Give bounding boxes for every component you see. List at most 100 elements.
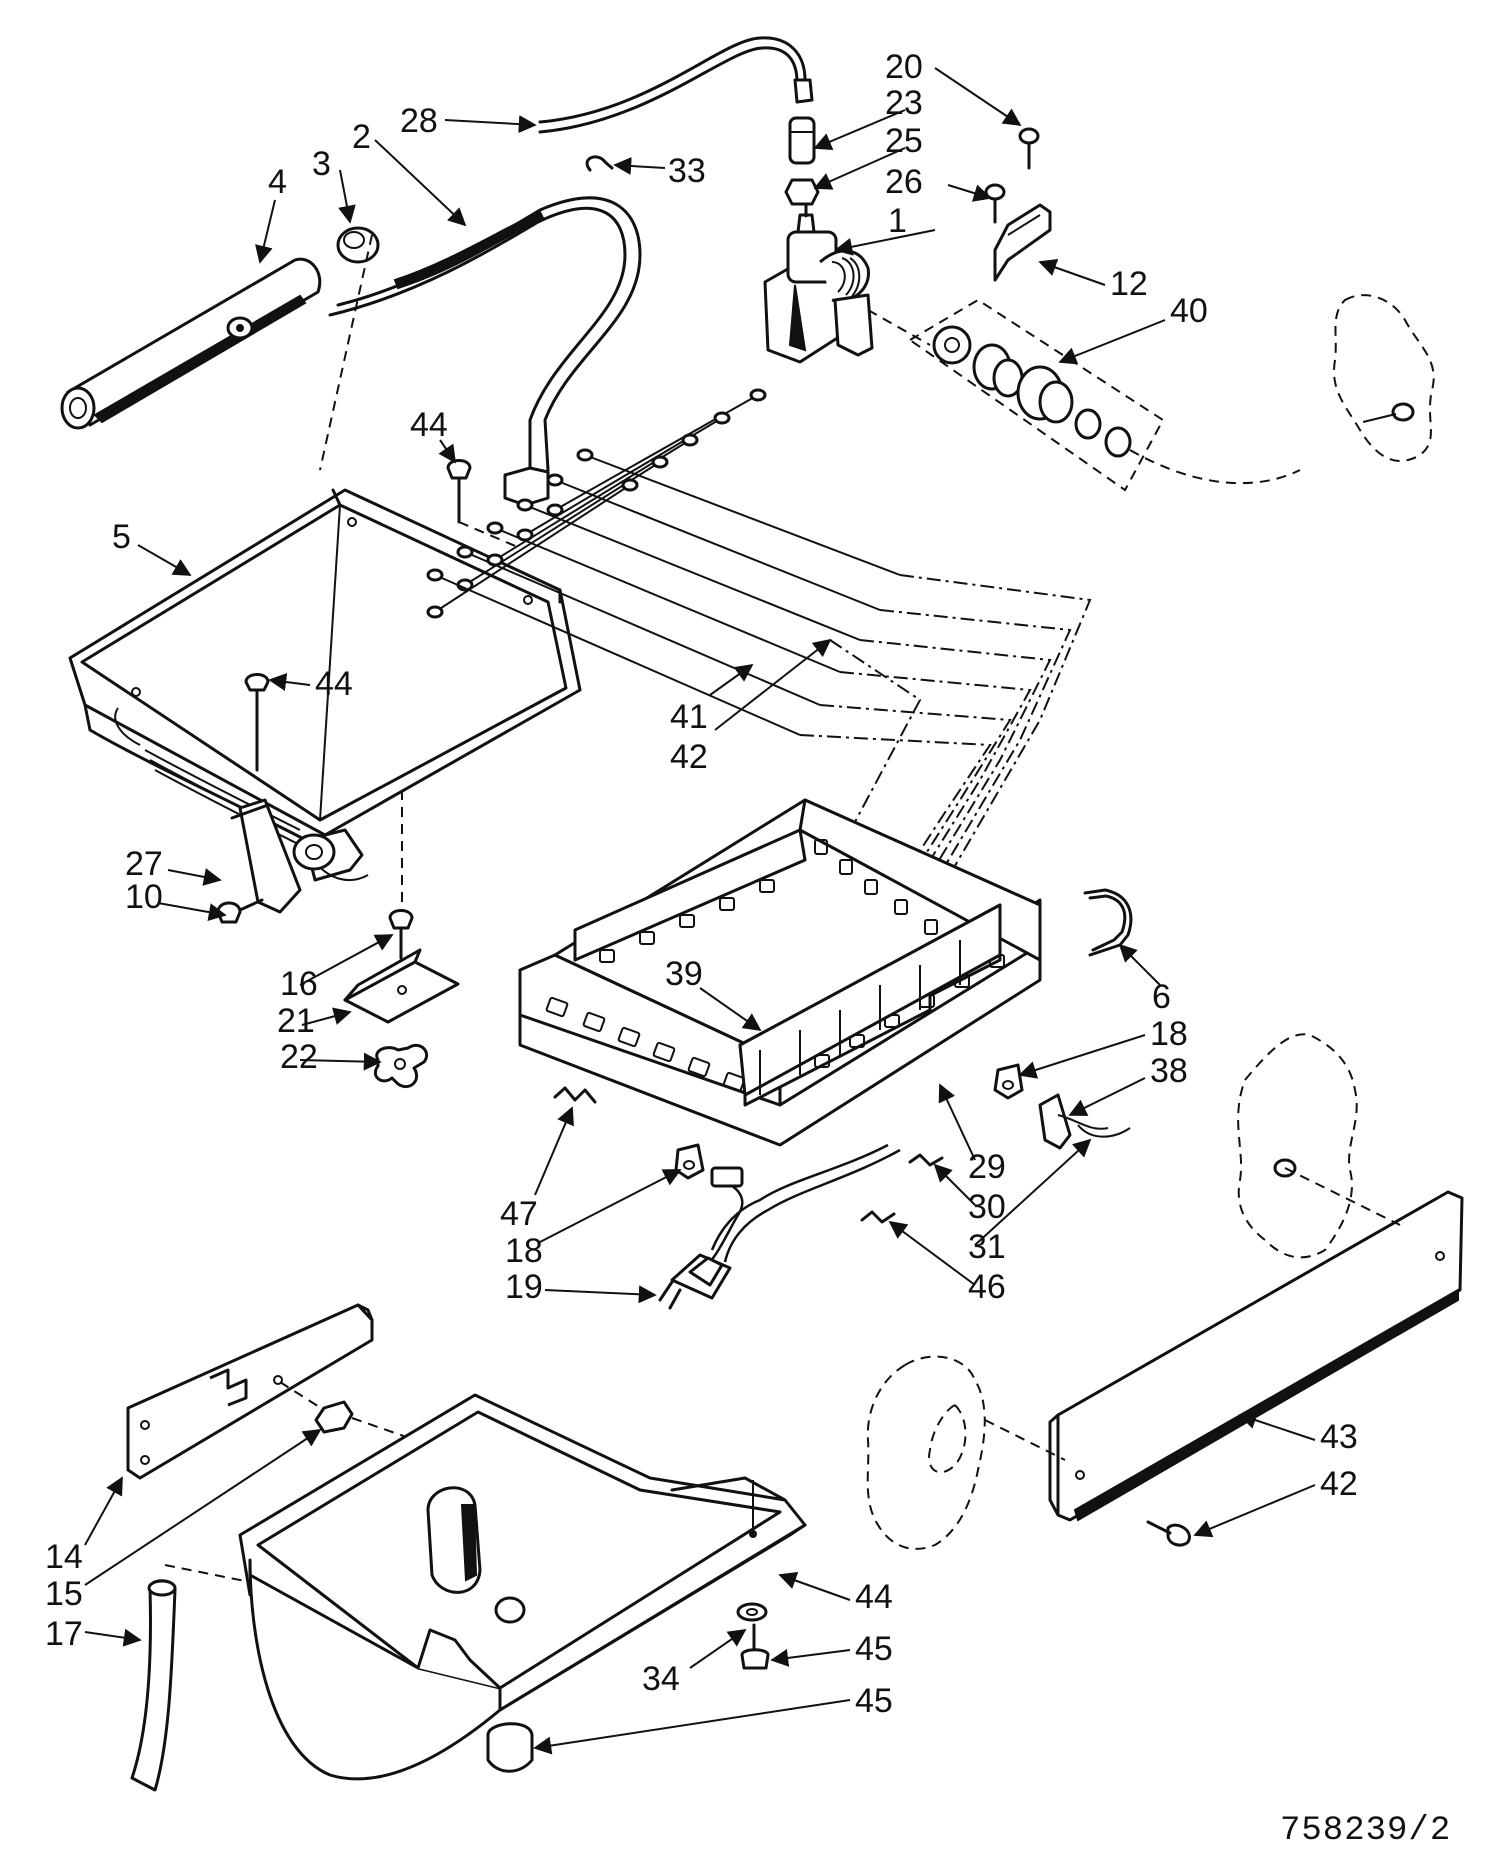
frame-slot bbox=[679, 914, 695, 928]
frame-slot bbox=[814, 1054, 830, 1068]
wire-terminal bbox=[456, 545, 474, 559]
heater-lead bbox=[879, 609, 1072, 976]
callout-1: 1 bbox=[888, 202, 907, 240]
callout-38: 40 bbox=[1170, 292, 1208, 330]
frame-slot bbox=[687, 1056, 711, 1078]
callout-14: 15 bbox=[45, 1575, 83, 1613]
leader-line bbox=[301, 1007, 352, 1026]
front-panel-part-41 bbox=[1048, 1190, 1464, 1522]
fill-tube-part-27 bbox=[538, 36, 814, 134]
callout-34: 39 bbox=[665, 955, 703, 993]
frame-slot bbox=[894, 899, 908, 915]
screw-part-10 bbox=[216, 898, 264, 924]
callout-44-c: 45 bbox=[855, 1630, 893, 1668]
leader-line bbox=[714, 638, 832, 731]
callout-22: 23 bbox=[885, 84, 923, 122]
heater-wire bbox=[584, 454, 901, 576]
callout-45: 45 bbox=[855, 1682, 893, 1720]
leader-line bbox=[268, 673, 311, 691]
leader-line bbox=[938, 1083, 976, 1161]
leader-line bbox=[1018, 1034, 1146, 1079]
frame-slot bbox=[839, 859, 853, 875]
callout-3: 3 bbox=[312, 145, 331, 183]
callout-13: 14 bbox=[45, 1538, 83, 1576]
drain-hose-part-2 bbox=[319, 196, 642, 507]
screw-part-44-lower bbox=[740, 1623, 770, 1670]
callout-2: 2 bbox=[352, 118, 371, 156]
wire-terminal bbox=[651, 455, 669, 469]
callout-33: 38 bbox=[1150, 1052, 1188, 1090]
heater-wire bbox=[524, 504, 861, 641]
callout-44-b: 44 bbox=[315, 665, 353, 703]
callout-43: 44 bbox=[855, 1578, 893, 1616]
frame-slot bbox=[924, 919, 938, 935]
wire-terminal bbox=[621, 478, 639, 492]
cam-part-26 bbox=[292, 833, 336, 871]
leader-line bbox=[444, 115, 537, 134]
drain-tube-part-15 bbox=[130, 1564, 251, 1792]
wire-terminal bbox=[749, 388, 767, 402]
callout-12: 12 bbox=[1110, 265, 1148, 303]
wire-terminal bbox=[516, 498, 534, 512]
callout-46: 46 bbox=[968, 1268, 1006, 1306]
foot-part-45 bbox=[486, 1722, 534, 1773]
wing-nut-part-21 bbox=[373, 1043, 429, 1089]
leader-line bbox=[533, 1699, 851, 1755]
valve-kit-part-38 bbox=[867, 298, 1301, 492]
clip-part-31 bbox=[585, 155, 614, 172]
leader-line bbox=[709, 663, 754, 696]
frame-slot bbox=[719, 897, 735, 911]
leader-line bbox=[1068, 1077, 1146, 1116]
leader-line bbox=[255, 199, 276, 264]
wire-terminal bbox=[713, 411, 731, 425]
callout-41: 43 bbox=[1320, 1418, 1358, 1456]
leader-line bbox=[1058, 319, 1166, 365]
leader-line bbox=[778, 1571, 851, 1601]
screw-part-44-upper bbox=[446, 459, 521, 549]
callout-40: 42 bbox=[670, 738, 708, 776]
leader-line bbox=[84, 1628, 142, 1647]
callout-4: 4 bbox=[268, 163, 287, 201]
power-cord-part-19 bbox=[658, 1143, 901, 1310]
callout-47: 47 bbox=[500, 1195, 538, 1233]
drain-pan-part-43 bbox=[238, 1393, 807, 1781]
callout-42: 42 bbox=[1320, 1465, 1358, 1503]
mold-tray-part-5 bbox=[68, 488, 582, 852]
leader-line bbox=[813, 109, 906, 150]
callout-18-b: 18 bbox=[505, 1232, 543, 1270]
leader-line bbox=[974, 1138, 1092, 1246]
wire-segment-part-47 bbox=[553, 1086, 597, 1104]
leader-line bbox=[834, 229, 936, 256]
callout-6: 6 bbox=[1152, 978, 1171, 1016]
callout-30: 31 bbox=[968, 1228, 1006, 1266]
callout-16: 16 bbox=[280, 965, 318, 1003]
ejector-tube-part-4 bbox=[60, 257, 322, 430]
leader-line bbox=[1238, 1411, 1316, 1441]
leader-line bbox=[438, 439, 457, 464]
nut-part-23 bbox=[784, 178, 820, 206]
leader-line bbox=[888, 1220, 976, 1286]
leader-line bbox=[613, 156, 666, 175]
wire-terminal bbox=[576, 448, 594, 462]
leader-line bbox=[539, 1169, 682, 1243]
callout-29: 30 bbox=[968, 1188, 1006, 1226]
frame-slot bbox=[864, 879, 878, 895]
leader-line bbox=[770, 1649, 851, 1667]
leader-line bbox=[934, 67, 1022, 127]
screw-part-42 bbox=[1146, 1520, 1191, 1547]
leader-line bbox=[534, 1106, 574, 1196]
document-code: 758239/2 bbox=[1280, 1812, 1452, 1850]
bracket-part-12 bbox=[993, 203, 1052, 282]
screw-part-17 bbox=[1018, 127, 1040, 170]
callout-26: 27 bbox=[125, 845, 163, 883]
leader-line bbox=[299, 934, 394, 986]
heater-wire bbox=[434, 484, 631, 613]
heater-lead bbox=[899, 574, 1092, 961]
screw-part-16 bbox=[388, 909, 414, 960]
leader-line bbox=[933, 1163, 976, 1206]
wire-terminal bbox=[426, 568, 444, 582]
callout-10: 10 bbox=[125, 878, 163, 916]
wire-segment-part-29 bbox=[908, 1153, 944, 1167]
divider-part-34 bbox=[738, 903, 1002, 1097]
frame-slot bbox=[722, 1071, 746, 1093]
